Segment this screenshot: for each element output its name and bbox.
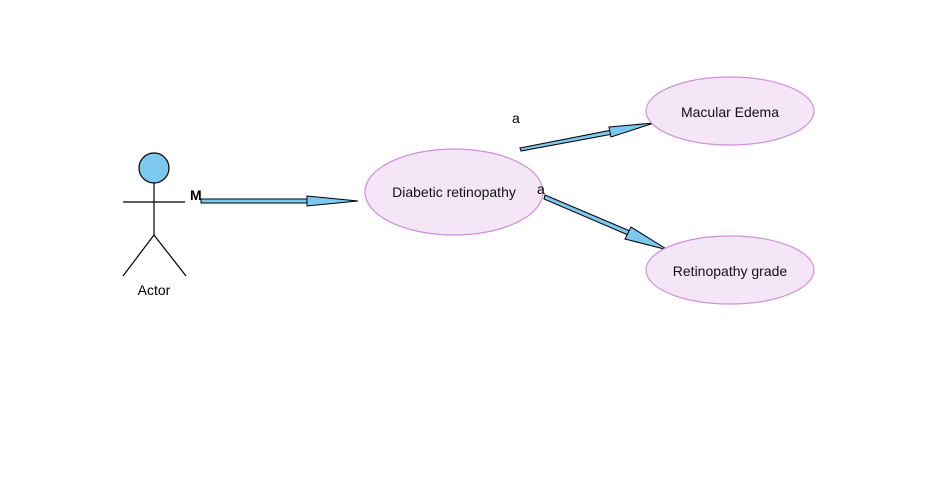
use-case-ellipse — [645, 76, 815, 146]
arrow-head-diabetic-grade — [624, 226, 669, 251]
use-case-diabetic-retinopathy[interactable]: Diabetic retinopathy — [364, 148, 544, 236]
use-case-macular-edema[interactable]: Macular Edema — [645, 76, 815, 146]
association-actor-diabetic[interactable]: M — [190, 187, 359, 207]
arrow-head-diabetic-macular — [608, 122, 655, 138]
use-case-ellipse — [364, 148, 544, 236]
actor-right-leg — [153, 234, 187, 277]
actor[interactable]: Actor — [122, 152, 187, 298]
arrow-shaft-diabetic-macular — [519, 129, 614, 152]
use-case-ellipse — [645, 235, 815, 305]
arrow-shaft-diabetic-grade — [543, 194, 631, 236]
edge-label-actor-diabetic: M — [190, 187, 202, 203]
use-case-label: Diabetic retinopathy — [392, 184, 516, 200]
use-case-label: Macular Edema — [681, 104, 779, 120]
association-diabetic-macular[interactable]: a — [512, 110, 655, 152]
arrow-shaft-actor-diabetic — [200, 198, 311, 204]
arrow-head-actor-diabetic — [306, 195, 359, 207]
edge-label-diabetic-macular: a — [512, 110, 520, 126]
actor-head — [138, 152, 170, 184]
association-diabetic-grade[interactable]: a — [537, 181, 669, 251]
actor-label: Actor — [138, 282, 171, 298]
use-case-retinopathy-grade[interactable]: Retinopathy grade — [645, 235, 815, 305]
use-case-label: Retinopathy grade — [673, 263, 788, 279]
edge-label-diabetic-grade: a — [537, 181, 545, 197]
actor-left-leg — [122, 234, 155, 277]
